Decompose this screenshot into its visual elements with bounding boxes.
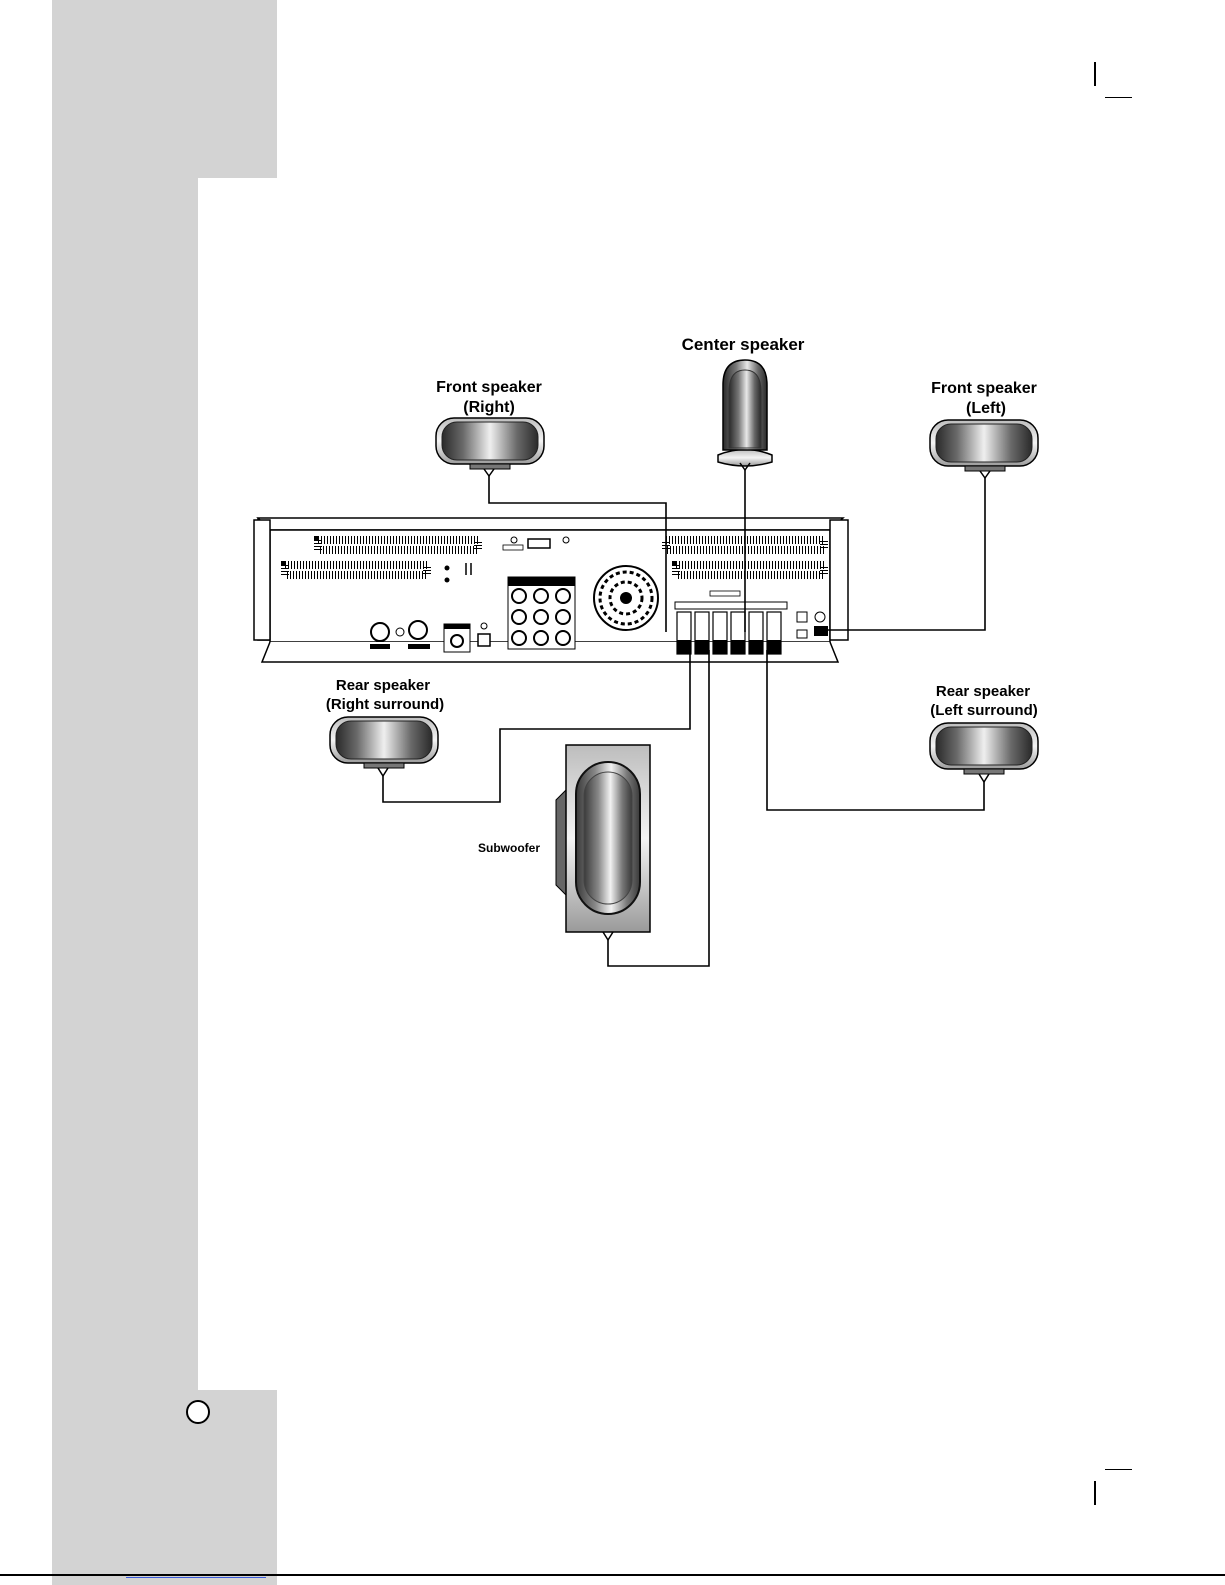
label-rear-left-line2: (Left surround) [930,702,1037,719]
label-rear-right-line2: (Right surround) [326,696,444,713]
receiver-back-panel [254,518,848,662]
label-rear-left-line1: Rear speaker [936,683,1030,700]
front-left-speaker [930,420,1038,478]
subwoofer [556,745,650,940]
label-front-left-line2: (Left) [966,400,1006,417]
label-front-right-line2: (Right) [463,399,515,416]
label-subwoofer: Subwoofer [478,841,540,855]
label-front-left-line1: Front speaker [931,380,1037,397]
rear-left-speaker [930,723,1038,782]
center-speaker [718,360,772,470]
label-front-right-line1: Front speaker [436,379,542,396]
label-rear-right-line1: Rear speaker [336,677,430,694]
label-center-speaker: Center speaker [682,335,805,354]
front-right-speaker [436,418,544,476]
rear-right-speaker [330,717,438,776]
